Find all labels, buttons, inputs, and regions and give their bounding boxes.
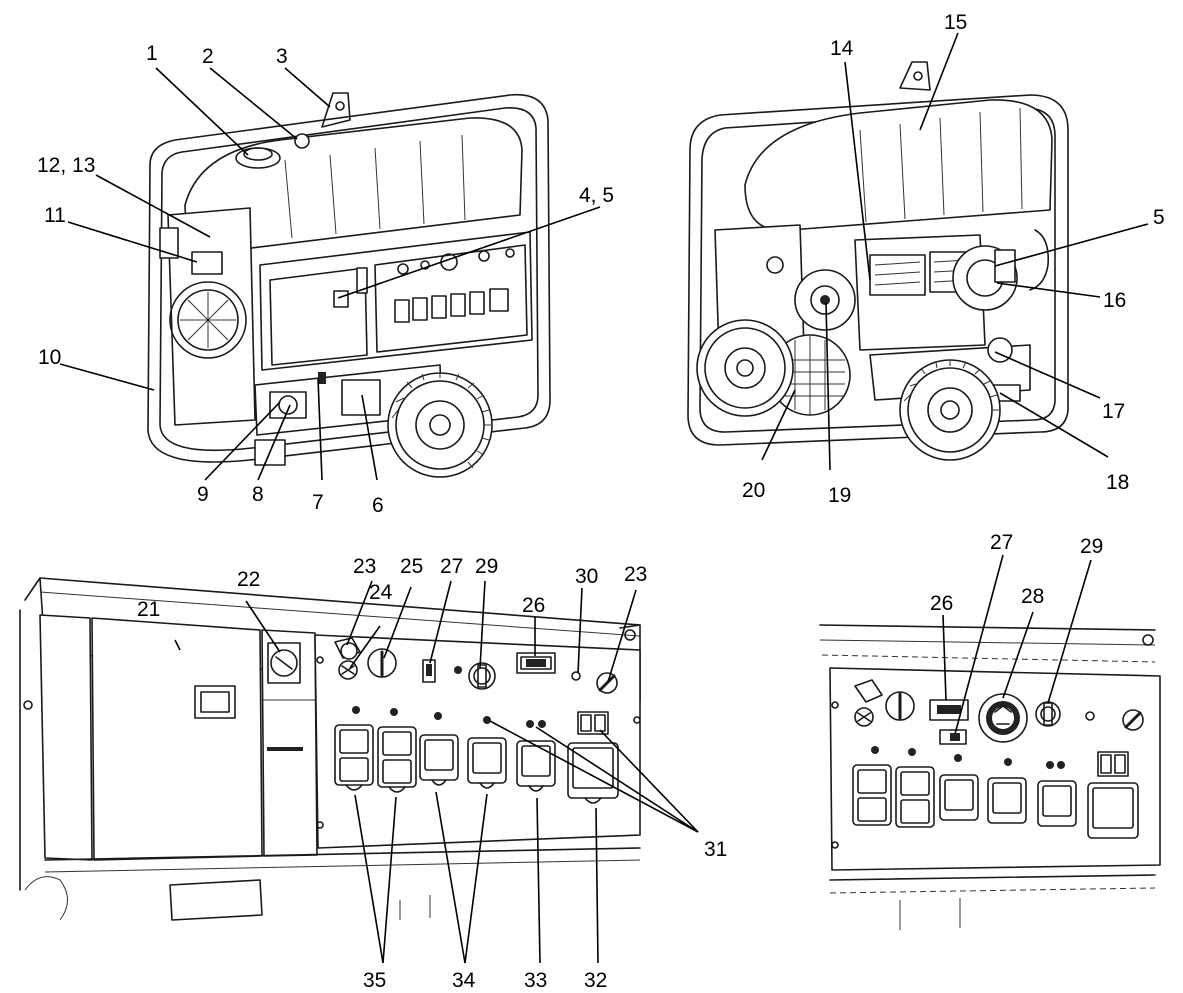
- figure-front-view: [147, 92, 551, 478]
- callout-29-left: 29: [475, 555, 498, 578]
- callout-12-13: 12, 13: [37, 154, 95, 177]
- callout-17: 17: [1102, 400, 1125, 423]
- callout-32: 32: [584, 969, 607, 992]
- callout-30: 30: [575, 565, 598, 588]
- callout-labels: 1 2 3 12, 13 4, 5 11 10 9 8 7 6 14 15 5 …: [37, 11, 1165, 992]
- figure-control-panel-small: [819, 624, 1161, 930]
- callout-15: 15: [944, 11, 967, 34]
- callout-31: 31: [704, 838, 727, 861]
- callout-14: 14: [830, 37, 854, 60]
- callout-5: 5: [1153, 206, 1165, 229]
- callout-27-right: 27: [990, 531, 1013, 554]
- callout-2: 2: [202, 45, 214, 68]
- callout-34: 34: [452, 969, 476, 992]
- callout-1: 1: [146, 42, 158, 65]
- leader-lines: [59, 32, 1149, 964]
- callout-9: 9: [197, 483, 209, 506]
- callout-27-left: 27: [440, 555, 463, 578]
- callout-19: 19: [828, 484, 851, 507]
- callout-24: 24: [369, 581, 393, 604]
- callout-11: 11: [44, 204, 66, 227]
- callout-23-left: 23: [353, 555, 376, 578]
- callout-21: 21: [137, 598, 160, 621]
- callout-26-right: 26: [930, 592, 953, 615]
- callout-28: 28: [1021, 585, 1044, 608]
- figure-rear-view: [687, 61, 1069, 461]
- callout-3: 3: [276, 45, 288, 68]
- callout-8: 8: [252, 483, 264, 506]
- callout-35: 35: [363, 969, 386, 992]
- callout-20: 20: [742, 479, 765, 502]
- callout-22: 22: [237, 568, 260, 591]
- callout-4-5: 4, 5: [579, 184, 614, 207]
- callout-7: 7: [312, 491, 324, 514]
- figure-control-panel-large: [19, 577, 641, 921]
- callout-10: 10: [38, 346, 61, 369]
- callout-25: 25: [400, 555, 423, 578]
- callout-33: 33: [524, 969, 547, 992]
- callout-18: 18: [1106, 471, 1129, 494]
- callout-23-right: 23: [624, 563, 647, 586]
- callout-26-left: 26: [522, 594, 545, 617]
- callout-29-right: 29: [1080, 535, 1103, 558]
- callout-6: 6: [372, 494, 384, 517]
- callout-16: 16: [1103, 289, 1126, 312]
